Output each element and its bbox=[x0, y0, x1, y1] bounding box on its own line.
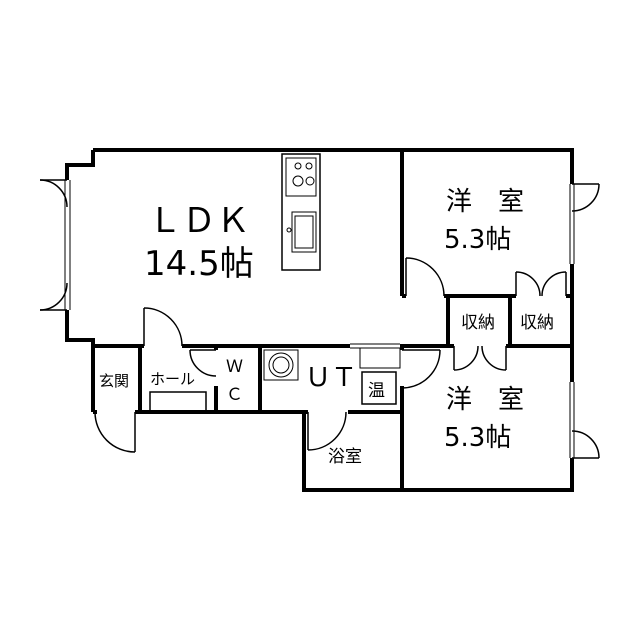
western1-name: 洋 室 bbox=[446, 187, 524, 217]
bath-door[interactable] bbox=[307, 411, 347, 451]
bedroom2-door[interactable] bbox=[401, 349, 441, 389]
fixtures bbox=[149, 153, 401, 412]
wc-label-2: Ｃ bbox=[226, 385, 243, 405]
balcony-door-bottom[interactable] bbox=[39, 282, 68, 311]
ut-label: ＵＴ bbox=[305, 363, 357, 393]
ldk-name: ＬＤＫ bbox=[148, 201, 250, 241]
western1-size: 5.3帖 bbox=[444, 225, 511, 255]
bedroom1-outer-wall bbox=[402, 148, 574, 346]
wc-label-1: Ｗ bbox=[226, 357, 243, 377]
ldk-size: 14.5帖 bbox=[144, 244, 254, 284]
wc-door[interactable] bbox=[189, 349, 217, 377]
kitchen-counter bbox=[281, 153, 321, 271]
entrance-door[interactable] bbox=[94, 411, 136, 453]
washer-space bbox=[359, 347, 401, 369]
entrance-label: 玄関 bbox=[99, 372, 129, 390]
western2-size: 5.3帖 bbox=[444, 423, 511, 453]
bedroom1-door[interactable] bbox=[405, 257, 445, 297]
western2-name: 洋 室 bbox=[446, 385, 524, 415]
storage2-doors[interactable] bbox=[515, 271, 567, 297]
storage1-doors[interactable] bbox=[453, 345, 507, 371]
water-heater-label: 温 bbox=[368, 381, 385, 401]
ldk-door[interactable] bbox=[143, 307, 183, 347]
hall-label: ホール bbox=[150, 370, 195, 388]
storage2-label: 収納 bbox=[520, 313, 554, 333]
doors bbox=[39, 179, 600, 459]
bedroom1-east-door[interactable] bbox=[571, 183, 600, 212]
labels: ＬＤＫ 14.5帖 洋 室 5.3帖 洋 室 5.3帖 収納 収納 玄関 ホール… bbox=[99, 187, 554, 467]
entrance-step bbox=[149, 391, 207, 412]
water-heater-box bbox=[361, 371, 397, 405]
bedroom2-east-door[interactable] bbox=[571, 430, 600, 459]
balcony-door-top[interactable] bbox=[39, 179, 68, 208]
wash-basin bbox=[263, 349, 299, 381]
bath-label: 浴室 bbox=[328, 447, 362, 467]
openings bbox=[64, 180, 576, 458]
storage1-label: 収納 bbox=[461, 313, 495, 333]
